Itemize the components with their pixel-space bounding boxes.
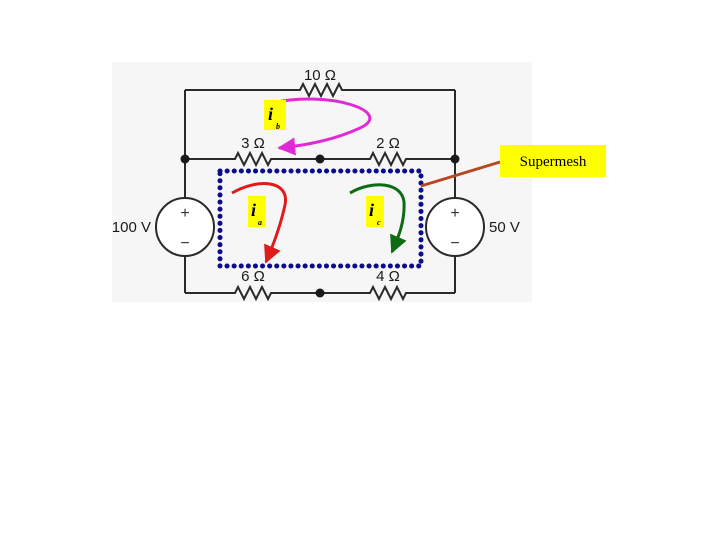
mesh-current-c-label: i c bbox=[366, 196, 384, 227]
label-6-ohm: 6 Ω bbox=[241, 268, 265, 285]
resistor-2-ohm bbox=[320, 150, 455, 168]
svg-text:i: i bbox=[251, 200, 256, 220]
svg-text:a: a bbox=[258, 218, 262, 227]
mesh-current-a-arrow bbox=[231, 182, 287, 264]
supermesh-callout-box bbox=[500, 145, 606, 177]
label-2-ohm: 2 Ω bbox=[376, 135, 400, 152]
label-10-ohm: 10 Ω bbox=[304, 67, 336, 84]
mesh-current-b-arrow bbox=[271, 97, 372, 156]
mesh-current-c-arrow bbox=[349, 183, 407, 254]
label-3-ohm: 3 Ω bbox=[241, 135, 265, 152]
label-50-volt: 50 V bbox=[489, 219, 520, 236]
junction-left bbox=[180, 154, 190, 164]
resistor-3-ohm bbox=[185, 150, 320, 168]
svg-text:c: c bbox=[377, 218, 381, 227]
voltage-source-left bbox=[155, 197, 215, 257]
right-source-plus: + bbox=[450, 205, 459, 222]
wires bbox=[184, 81, 456, 302]
supermesh-callout-label: Supermesh bbox=[520, 154, 587, 170]
junction-middle-bottom bbox=[315, 288, 325, 298]
mesh-current-a-label: i a bbox=[248, 196, 266, 227]
left-source-plus: + bbox=[180, 205, 189, 222]
right-source-minus: − bbox=[450, 235, 459, 252]
junctions bbox=[180, 154, 460, 298]
svg-text:i: i bbox=[268, 104, 273, 124]
mesh-current-b-label: i b bbox=[264, 100, 286, 131]
svg-text:i: i bbox=[369, 200, 374, 220]
voltage-source-right bbox=[425, 197, 485, 257]
label-100-volt: 100 V bbox=[112, 219, 151, 236]
left-source-minus: − bbox=[180, 235, 189, 252]
supermesh-pointer bbox=[420, 160, 501, 188]
resistor-6-ohm bbox=[185, 284, 320, 302]
resistor-10-ohm bbox=[185, 81, 455, 99]
resistor-4-ohm bbox=[320, 284, 455, 302]
junction-right bbox=[450, 154, 460, 164]
svg-text:b: b bbox=[276, 122, 280, 131]
junction-middle-top bbox=[315, 154, 325, 164]
label-4-ohm: 4 Ω bbox=[376, 268, 400, 285]
supermesh-boundary bbox=[217, 168, 424, 269]
figure-background bbox=[112, 62, 532, 302]
